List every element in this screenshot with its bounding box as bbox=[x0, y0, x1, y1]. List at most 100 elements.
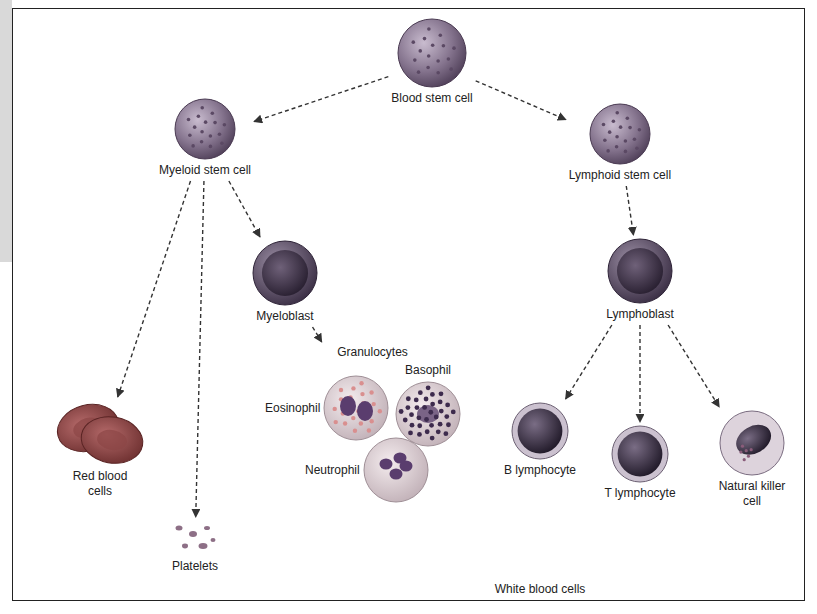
cell-shape bbox=[589, 103, 651, 165]
cell-label: Lymphoid stem cell bbox=[569, 168, 671, 183]
granule bbox=[603, 138, 607, 142]
granule bbox=[188, 133, 192, 137]
platelet bbox=[211, 538, 216, 542]
cell-node: Platelets bbox=[169, 520, 221, 574]
granule bbox=[211, 111, 215, 115]
granule bbox=[739, 451, 742, 454]
granule bbox=[446, 422, 451, 427]
granule bbox=[429, 423, 434, 428]
cell-shape bbox=[511, 402, 569, 460]
granule bbox=[334, 420, 338, 424]
granule bbox=[452, 46, 456, 50]
platelet bbox=[204, 526, 210, 530]
cell-label: Granulocytes bbox=[265, 345, 480, 360]
granule bbox=[426, 66, 430, 70]
granule bbox=[424, 417, 429, 422]
cell-node: B lymphocyte bbox=[504, 402, 576, 478]
arrow-connector bbox=[196, 181, 204, 517]
cell-label: B lymphocyte bbox=[504, 463, 576, 478]
granule bbox=[417, 432, 422, 437]
granule bbox=[635, 146, 639, 150]
arrow-connector bbox=[639, 325, 640, 422]
granule bbox=[626, 116, 630, 120]
granule bbox=[360, 381, 364, 385]
granule bbox=[741, 445, 744, 448]
nucleus bbox=[340, 396, 356, 416]
cell-body bbox=[512, 403, 568, 459]
cell-label: Lymphoblast bbox=[606, 307, 674, 322]
granule bbox=[403, 418, 408, 423]
granule bbox=[628, 126, 632, 130]
granule bbox=[436, 71, 440, 75]
granule bbox=[602, 123, 606, 127]
granule bbox=[343, 421, 347, 425]
granule bbox=[352, 386, 356, 390]
cell-body bbox=[262, 250, 308, 296]
cell-body bbox=[324, 376, 388, 440]
granule bbox=[418, 390, 423, 395]
granule bbox=[204, 120, 208, 124]
cell-shape bbox=[252, 240, 318, 306]
granule bbox=[370, 390, 374, 394]
granule bbox=[413, 58, 417, 62]
cell-shape bbox=[323, 375, 389, 441]
granule bbox=[615, 111, 619, 115]
cell-shape bbox=[169, 520, 221, 556]
cell-node: Eosinophil bbox=[265, 375, 389, 441]
cell-node: Natural killer cell bbox=[717, 410, 787, 509]
granule bbox=[417, 423, 422, 428]
cell-label: Myeloid stem cell bbox=[159, 163, 251, 178]
granule bbox=[200, 106, 204, 110]
granule bbox=[351, 416, 355, 420]
granule bbox=[333, 407, 337, 411]
granule bbox=[606, 149, 610, 153]
granule bbox=[747, 455, 750, 458]
cell-body bbox=[364, 438, 428, 502]
granule bbox=[405, 405, 410, 410]
granule bbox=[193, 125, 197, 129]
arrow-connector bbox=[229, 181, 260, 237]
cell-body bbox=[396, 382, 460, 446]
granule bbox=[624, 150, 628, 154]
granule bbox=[417, 70, 421, 74]
arrow-connector bbox=[626, 186, 633, 235]
nucleus bbox=[393, 453, 406, 464]
granule bbox=[436, 59, 440, 63]
granule bbox=[209, 145, 213, 149]
arrow-connector bbox=[313, 327, 322, 342]
cell-body bbox=[720, 411, 784, 475]
cell-label: Basophil bbox=[405, 363, 451, 378]
granule bbox=[418, 49, 422, 53]
granule bbox=[615, 145, 619, 149]
cell-body bbox=[518, 409, 563, 454]
cell-label: T lymphocyte bbox=[604, 486, 675, 501]
granule bbox=[743, 458, 746, 461]
granule bbox=[436, 429, 441, 434]
cell-node: Neutrophil bbox=[305, 437, 429, 503]
cell-node: Myeloid stem cell bbox=[159, 98, 251, 178]
granule bbox=[367, 428, 371, 432]
arrow-connector bbox=[566, 325, 612, 399]
granule bbox=[424, 397, 429, 402]
arrow-connector bbox=[118, 181, 191, 397]
granule bbox=[451, 410, 456, 415]
granule bbox=[353, 429, 357, 433]
granule bbox=[442, 44, 446, 48]
cell-shape bbox=[54, 400, 146, 466]
platelet bbox=[189, 531, 197, 537]
granule bbox=[423, 37, 427, 41]
cell-node: Blood stem cell bbox=[391, 18, 472, 106]
granule bbox=[438, 422, 443, 427]
cell-label: Neutrophil bbox=[305, 463, 360, 478]
cell-group: GranulocytesEosinophil BasophilNeutrophil bbox=[265, 345, 480, 505]
nucleus bbox=[357, 401, 373, 421]
granule bbox=[444, 414, 449, 419]
granule bbox=[409, 412, 414, 417]
arrow-connector bbox=[476, 81, 566, 120]
granule bbox=[370, 419, 374, 423]
platelet bbox=[176, 526, 183, 531]
cell-node: Basophil bbox=[395, 363, 461, 447]
granule bbox=[425, 429, 430, 434]
granule bbox=[378, 409, 382, 413]
platelet bbox=[182, 544, 188, 549]
